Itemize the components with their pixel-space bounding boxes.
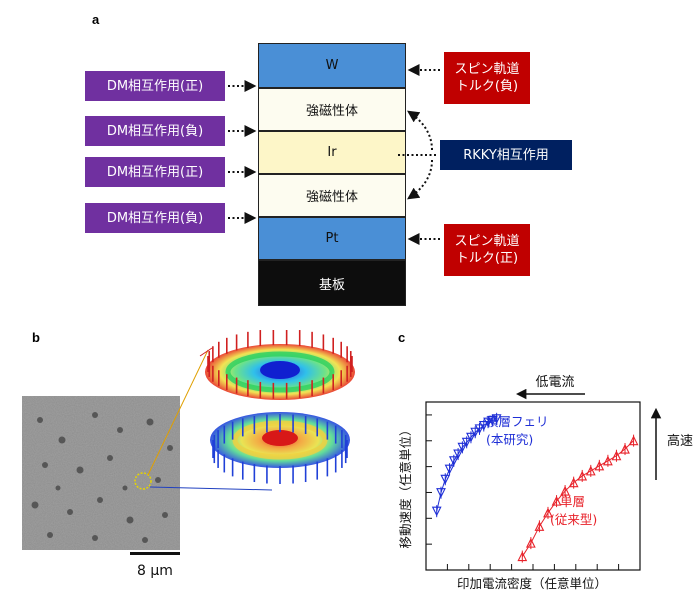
scale-bar-label: 8 μm <box>137 563 173 579</box>
high-speed-label: 高速 <box>667 433 693 449</box>
data-point <box>440 474 451 485</box>
data-point <box>431 506 442 517</box>
data-point <box>628 435 639 446</box>
layer-ferromagnet-top: 強磁性体 <box>258 88 406 131</box>
data-point <box>461 437 472 448</box>
data-point <box>568 477 579 488</box>
rkky-arrow-down <box>407 159 433 200</box>
panel-a-arrows <box>228 64 440 245</box>
data-point <box>444 464 455 475</box>
data-point <box>620 443 630 454</box>
blue-series-label-2: (本研究) <box>486 432 533 447</box>
data-point <box>585 465 596 476</box>
dm-tag-2-label: DM相互作用(負) <box>106 123 204 139</box>
data-point <box>466 432 476 443</box>
dm-tag-1: DM相互作用(正) <box>85 71 225 101</box>
dm-tag-4-label: DM相互作用(負) <box>106 210 204 226</box>
panel-a-letter: a <box>92 12 100 27</box>
series-single-layer <box>517 434 639 563</box>
data-point <box>448 456 459 467</box>
rkky-arrow-up <box>407 110 433 151</box>
layer-ferromagnet-bottom: 強磁性体 <box>258 174 406 217</box>
series-stacked-ferri <box>431 412 502 518</box>
spin-arrows <box>207 330 353 484</box>
sot-tag-bottom: スピン軌道 トルク(正) <box>444 224 530 276</box>
data-point <box>534 521 545 531</box>
red-series-label-2: (従来型) <box>550 512 597 527</box>
sot-tag-top-line2: トルク(負) <box>455 79 519 94</box>
data-point <box>436 488 446 498</box>
data-point <box>470 427 481 438</box>
blue-series-label-1: 積層フェリ <box>486 414 549 429</box>
dm-tag-3: DM相互作用(正) <box>85 157 225 187</box>
rkky-tag-label: RKKY相互作用 <box>463 147 549 163</box>
layer-w: W <box>258 43 406 88</box>
dm-tag-3-label: DM相互作用(正) <box>106 164 204 180</box>
data-point <box>594 460 605 471</box>
sot-tag-bottom-line1: スピン軌道 <box>454 234 520 249</box>
x-axis-label: 印加電流密度（任意単位） <box>457 576 607 591</box>
layer-ir: Ir <box>258 131 406 174</box>
data-point <box>453 449 463 460</box>
dm-tag-1-label: DM相互作用(正) <box>106 78 204 94</box>
data-point <box>560 485 570 496</box>
sot-tag-top-line1: スピン軌道 <box>454 62 520 77</box>
red-series-label-1: 単層 <box>560 494 585 509</box>
data-point <box>517 551 528 562</box>
data-point <box>551 495 562 506</box>
data-point <box>483 417 493 428</box>
scale-bar <box>130 552 180 555</box>
low-current-label: 低電流 <box>535 375 574 390</box>
layer-pt-label: Pt <box>325 231 339 246</box>
data-point <box>491 414 502 425</box>
layer-substrate-label: 基板 <box>318 277 345 293</box>
dm-tag-4: DM相互作用(負) <box>85 203 225 233</box>
rkky-tag: RKKY相互作用 <box>440 140 572 170</box>
panel-b-letter: b <box>32 330 40 345</box>
data-point <box>478 420 489 431</box>
data-point <box>543 507 553 518</box>
skyrmion-illustration <box>205 330 355 484</box>
dm-tag-2: DM相互作用(負) <box>85 116 225 146</box>
panel-c-letter: c <box>398 330 406 345</box>
panel-c-chart: 低電流 高速 移動速度（任意単位） 印加電流密度（任意単位） 積層フェリ (本研… <box>398 375 693 591</box>
lorentz-micrograph <box>22 396 180 550</box>
panel-b-figure: 8 μm <box>22 330 355 579</box>
data-point <box>603 455 613 466</box>
layer-substrate: 基板 <box>258 260 406 306</box>
data-point <box>474 424 485 435</box>
layer-pt: Pt <box>258 217 406 260</box>
sot-tag-bottom-line2: トルク(正) <box>455 251 519 266</box>
y-axis-label: 移動速度（任意単位） <box>398 423 413 548</box>
axis-ticks <box>426 414 620 570</box>
layer-ir-label: Ir <box>327 145 337 160</box>
layer-ferromagnet-top-label: 強磁性体 <box>305 104 358 119</box>
data-point <box>457 442 468 453</box>
data-point <box>577 470 588 481</box>
data-point <box>611 450 622 461</box>
layer-w-label: W <box>325 58 339 73</box>
data-point <box>525 537 536 548</box>
data-point <box>487 415 498 426</box>
layer-ferromagnet-bottom-label: 強磁性体 <box>305 190 358 205</box>
sot-tag-top: スピン軌道 トルク(負) <box>444 52 530 104</box>
